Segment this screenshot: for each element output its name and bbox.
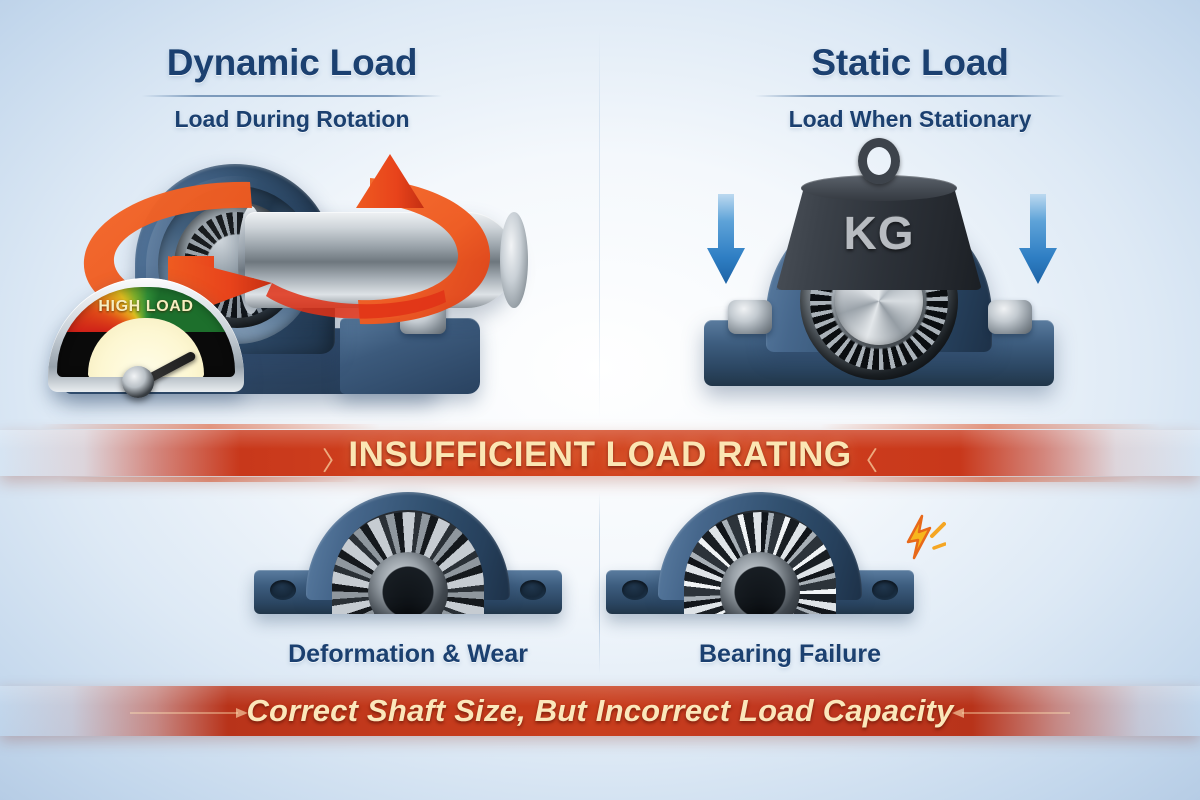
banner-bar	[0, 430, 1200, 476]
dynamic-load-heading-rule	[142, 94, 442, 97]
bearing-failure-illustration	[600, 486, 946, 626]
down-arrow-icon-right	[1019, 194, 1057, 284]
bottom-panel-divider	[599, 492, 600, 674]
static-bolt-cap-right	[988, 300, 1032, 334]
gauge-hub	[122, 366, 154, 398]
banner-streak	[60, 477, 360, 482]
banner-chevron-right-icon: 〈	[851, 447, 878, 476]
mounting-hole-right	[872, 580, 898, 600]
weight-block	[776, 184, 982, 290]
insufficient-load-rating-banner: 〉 〈 INSUFFICIENT LOAD RATING	[0, 422, 1200, 482]
bottom-banner-bar	[0, 686, 1200, 736]
banner-chevron-left-icon: 〉	[322, 447, 349, 476]
spark-lightning-icon	[906, 514, 946, 560]
caption-bearing-failure: Bearing Failure	[699, 640, 881, 668]
mounting-hole-right	[520, 580, 546, 600]
static-load-heading-rule	[755, 94, 1065, 97]
bottom-banner-text: Correct Shaft Size, But Incorrect Load C…	[246, 693, 954, 728]
top-panel-divider	[599, 30, 600, 420]
dynamic-load-title: Dynamic Load	[166, 42, 418, 83]
dynamic-load-illustration: HIGH LOAD	[40, 150, 540, 415]
steel-shaft	[245, 212, 528, 308]
deformed-inner-race	[368, 552, 448, 614]
banner-streak	[840, 477, 1140, 482]
load-capacity-banner: Correct Shaft Size, But Incorrect Load C…	[0, 682, 1200, 740]
banner-streak	[40, 424, 380, 429]
fractured-inner-race	[720, 552, 800, 614]
static-load-heading-group: Static Load Load When Stationary	[640, 42, 1180, 133]
banner-main-text: INSUFFICIENT LOAD RATING	[348, 435, 852, 474]
banner-arrow-deco-right-icon	[952, 708, 1070, 718]
banner-streak	[820, 424, 1160, 429]
dynamic-load-subtitle: Load During Rotation	[174, 105, 410, 132]
gauge-label: HIGH LOAD	[98, 298, 194, 315]
down-arrow-icon-left	[707, 194, 745, 284]
banner-arrow-deco-left-icon	[130, 708, 248, 718]
gauge-face: HIGH LOAD	[57, 287, 235, 377]
housing-bolt-cap	[400, 300, 446, 334]
dynamic-load-heading-group: Dynamic Load Load During Rotation	[22, 42, 562, 133]
mounting-hole-left	[270, 580, 296, 600]
weight-kg-label: KG	[843, 207, 915, 259]
static-load-illustration: KG	[680, 138, 1100, 415]
caption-deformation-wear: Deformation & Wear	[288, 640, 528, 668]
static-bolt-cap-left	[728, 300, 772, 334]
shaft-end-cap	[500, 212, 528, 308]
weight-handle-ring-icon	[858, 138, 900, 184]
deformation-wear-illustration	[248, 486, 568, 626]
static-load-title: Static Load	[811, 42, 1009, 83]
mounting-hole-left	[622, 580, 648, 600]
static-load-subtitle: Load When Stationary	[788, 105, 1032, 132]
